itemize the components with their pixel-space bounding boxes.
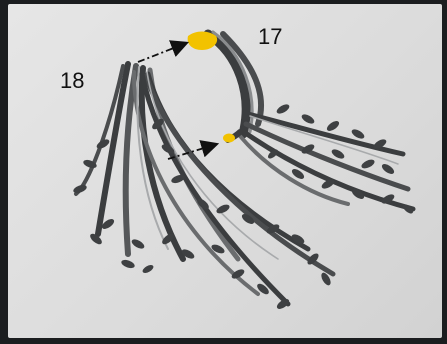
branch-18 <box>72 64 333 311</box>
highlight-bottom <box>223 134 235 143</box>
arrow-18-to-17-top <box>138 44 184 62</box>
label-part-17: 17 <box>258 26 282 48</box>
branch-17 <box>208 32 415 215</box>
branch-illustration <box>8 4 442 338</box>
label-part-18: 18 <box>60 70 84 92</box>
diagram-panel: 17 18 <box>8 4 442 338</box>
highlight-top <box>188 32 218 51</box>
